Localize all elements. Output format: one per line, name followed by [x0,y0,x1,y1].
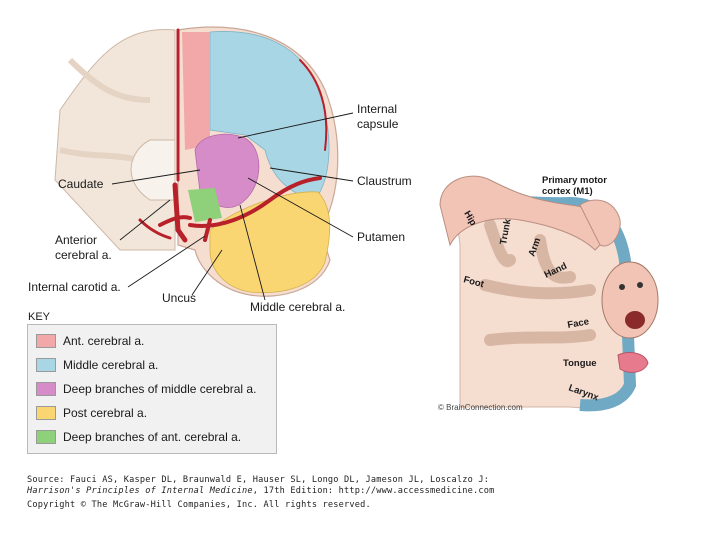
key-label: Deep branches of middle cerebral a. [63,382,257,396]
homunculus-title-2: cortex (M1) [542,186,593,197]
key-item: Middle cerebral a. [36,357,158,373]
middle-cerebral-territory [209,31,330,201]
body-part-tongue: Tongue [563,358,597,369]
leader-lines [111,112,354,301]
brain-territory-diagram: Internal capsule Caudate Claustrum Anter… [28,26,412,320]
key-item: Deep branches of middle cerebral a. [36,381,256,397]
label-internal-capsule-2: capsule [357,117,399,131]
key-swatch [36,358,56,372]
label-internal-carotid: Internal carotid a. [28,280,121,294]
homunculus-tongue [617,352,649,373]
key-label: Middle cerebral a. [63,358,159,372]
source-line-1: Source: Fauci AS, Kasper DL, Braunwald E… [27,475,490,485]
homunculus-title-1: Primary motor [542,175,607,186]
source-book-title: Harrison's Principles of Internal Medici… [27,486,253,496]
homunculus-credit: © BrainConnection.com [438,403,523,412]
key-item: Deep branches of ant. cerebral a. [36,429,241,445]
source-edition: , 17th Edition: http://www.accessmedicin… [252,486,495,496]
anterior-cerebral-territory [182,32,210,150]
deep-anterior-cerebral-territory [188,188,222,222]
key-swatch [36,406,56,420]
key-title: KEY [28,311,51,320]
key-swatch [36,382,56,396]
key-label: Post cerebral a. [63,406,148,420]
key-item: Post cerebral a. [36,405,147,421]
key-swatch [36,334,56,348]
homunculus-foot [579,199,621,247]
label-claustrum: Claustrum [357,174,412,188]
label-anterior-cerebral-1: Anterior [55,233,97,247]
body-part-trunk: Trunk [498,217,513,245]
label-caudate: Caudate [58,177,104,191]
artery-network [138,28,328,243]
source-line-2: Harrison's Principles of Internal Medici… [27,486,495,496]
label-uncus: Uncus [162,291,196,305]
key-label: Deep branches of ant. cerebral a. [63,430,242,444]
label-anterior-cerebral-2: cerebral a. [55,248,112,262]
source-copyright: Copyright © The McGraw-Hill Companies, I… [27,500,371,510]
key-swatch [36,430,56,444]
key-label: Ant. cerebral a. [63,334,145,348]
key-item: Ant. cerebral a. [36,333,144,349]
label-internal-capsule-1: Internal [357,102,397,116]
motor-homunculus-diagram: Primary motor cortex (M1) Hip Trunk Arm … [438,175,659,412]
body-part-foot: Foot [462,274,486,290]
body-part-face: Face [567,316,590,331]
label-middle-cerebral: Middle cerebral a. [250,300,345,314]
key-legend: Ant. cerebral a. Middle cerebral a. Deep b… [27,324,277,454]
label-putamen: Putamen [357,230,405,244]
